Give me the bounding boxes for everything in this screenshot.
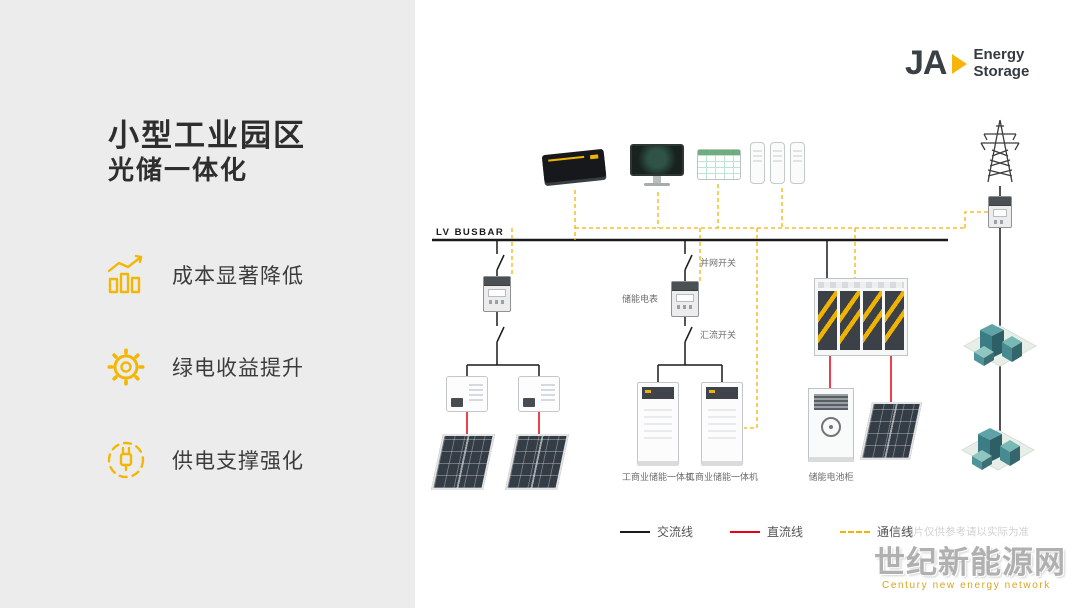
legend-comm-label: 通信线 (877, 525, 914, 539)
meter-display (676, 294, 694, 302)
legend-dc-label: 直流线 (767, 525, 804, 539)
container-doors (818, 291, 904, 350)
meter-buttons (994, 220, 1006, 224)
storage-meter-icon (671, 281, 699, 317)
legend-comm: 通信线 (840, 523, 913, 540)
sidebar: 小型工业园区 光储一体化 成本显著降低 (0, 0, 415, 608)
phone-icon (750, 142, 765, 184)
container-door (862, 291, 882, 350)
meter-top (672, 282, 698, 291)
container-door (818, 291, 838, 350)
logo-wordmark: Energy Storage (973, 46, 1030, 80)
phone-icon (770, 142, 785, 184)
grid-switch-label: 并网开关 (700, 258, 737, 268)
watermark-en: Century new energy network (882, 580, 1051, 591)
battery-cabinet-label: 储能电池柜 (808, 472, 854, 482)
phone-icon (790, 142, 805, 184)
tablet-icon (697, 149, 741, 180)
watermark-cn: 世纪新能源网 (874, 545, 1066, 580)
monitor-screen (630, 144, 684, 176)
feature-label: 绿电收益提升 (172, 357, 304, 380)
logo-line1: Energy (973, 46, 1025, 64)
transmission-tower-icon (974, 116, 1026, 191)
feature-power-support: 供电支撑强化 (102, 436, 304, 484)
legend-dc-line-swatch (730, 530, 760, 533)
ess-left-label: 工商业储能一体机 (621, 472, 694, 482)
monitor-stand (653, 176, 661, 183)
feature-green-revenue: 绿电收益提升 (102, 343, 304, 391)
mobile-phones-icon (750, 142, 805, 184)
meter-display (488, 289, 506, 297)
pv-meter-icon (483, 276, 511, 312)
meter-display (993, 209, 1007, 217)
logo-triangle-icon (952, 53, 968, 74)
plug-icon (102, 436, 150, 484)
feature-label: 供电支撑强化 (172, 450, 304, 473)
logo-line2: Storage (973, 62, 1030, 80)
feature-cost: 成本显著降低 (102, 251, 304, 299)
busbar-label: LV BUSBAR (436, 227, 505, 238)
legend-ac: 交流线 (620, 523, 693, 540)
storage-meter-label: 储能电表 (622, 294, 659, 304)
logo-mark: JA (905, 44, 947, 82)
gear-icon (102, 343, 150, 391)
city-buildings-icon (962, 318, 1038, 379)
confluence-switch-label: 汇流开关 (700, 330, 737, 340)
ess-right-label: 工商业储能一体机 (685, 472, 758, 482)
cabinet-grille (814, 394, 848, 410)
ess-cabinet-icon (637, 382, 679, 466)
feature-label: 成本显著降低 (172, 265, 304, 288)
meter-top (484, 277, 510, 286)
grid-meter-icon (988, 196, 1012, 228)
fan-icon (821, 417, 841, 437)
inverter-icon (446, 376, 488, 412)
growth-chart-icon (102, 251, 150, 299)
disclaimer-text: 图片仅供参考请以实际为准 (903, 526, 1029, 538)
page-subtitle: 光储一体化 (108, 155, 249, 185)
ess-container-icon (814, 278, 908, 356)
legend-dc: 直流线 (730, 523, 803, 540)
meter-buttons (677, 305, 693, 309)
page-title: 小型工业园区 (108, 118, 306, 153)
cabinet-louvers (644, 407, 672, 439)
ess-cabinet-icon (701, 382, 743, 466)
legend-comm-line-swatch (840, 530, 870, 533)
battery-cabinet-icon (808, 388, 854, 462)
legend-ac-label: 交流线 (657, 525, 694, 539)
meter-buttons (489, 300, 505, 304)
legend-ac-line-swatch (620, 530, 650, 533)
ja-logo: JA Energy Storage (905, 44, 1029, 83)
city-buildings-icon (960, 422, 1036, 483)
inverter-icon (518, 376, 560, 412)
cabinet-louvers (708, 407, 736, 439)
meter-top (989, 197, 1011, 206)
container-door (884, 291, 904, 350)
monitor-icon (630, 144, 684, 186)
monitor-base (644, 183, 670, 186)
container-door (840, 291, 860, 350)
